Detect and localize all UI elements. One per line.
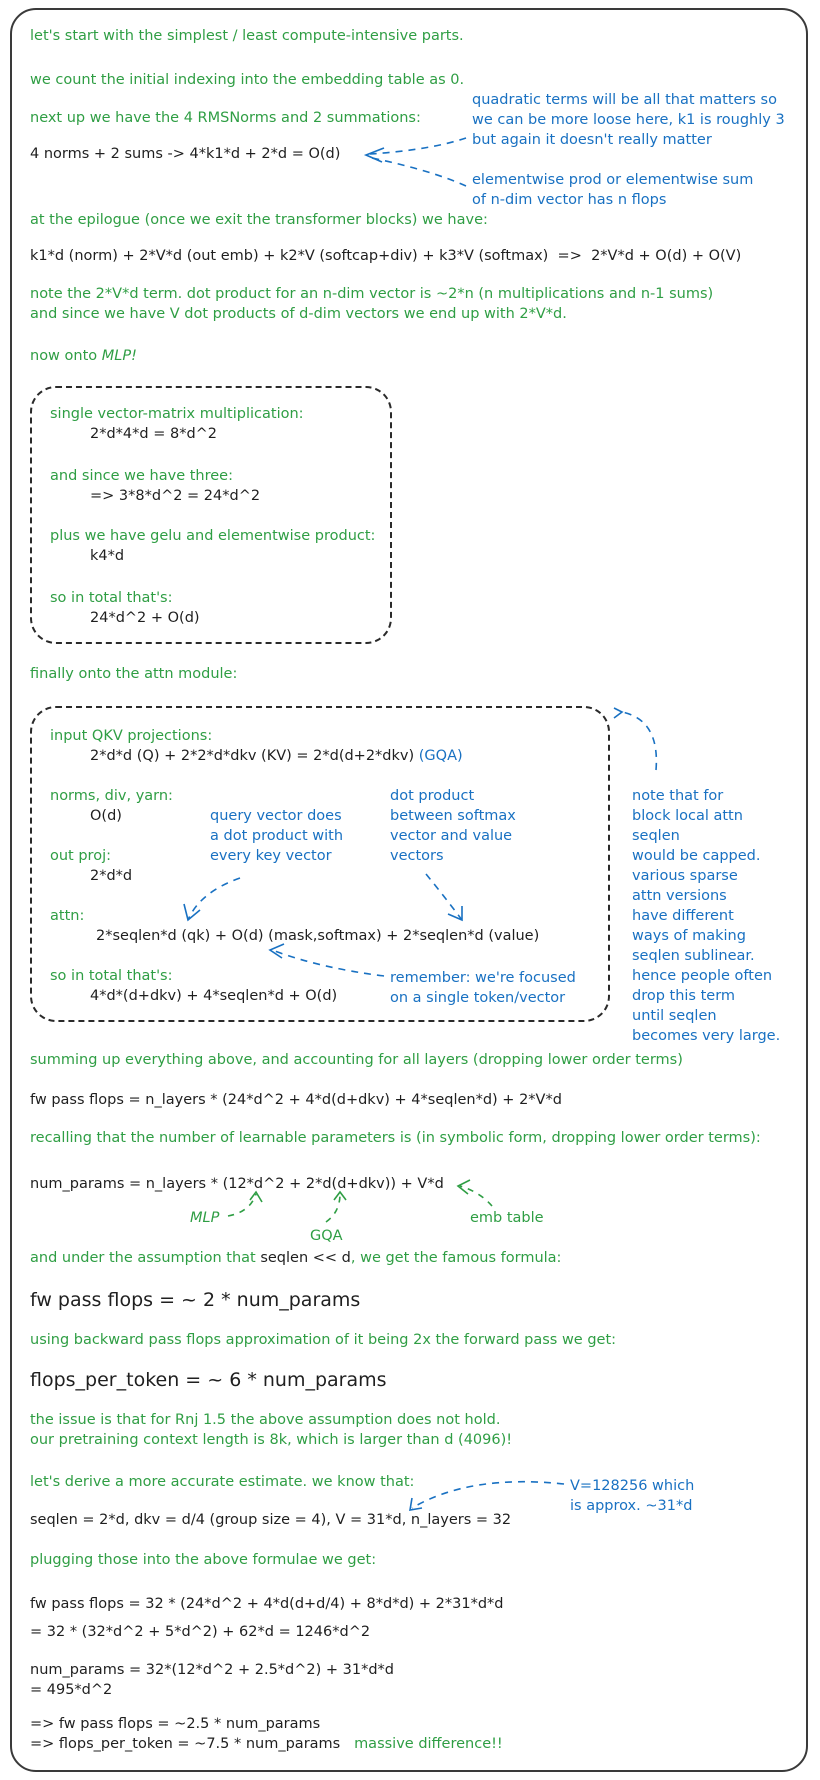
note-side-line: drop this term xyxy=(632,988,736,1004)
arrow-side-note xyxy=(621,711,658,771)
derive-formula-2: = 32 * (32*d^2 + 5*d^2) + 62*d = 1246*d^… xyxy=(30,1624,371,1640)
arrow-emb xyxy=(459,1185,493,1207)
attn-formula-4: 2*seqlen*d (qk) + O(d) (mask,softmax) + … xyxy=(96,928,540,944)
epilogue-formula: k1*d (norm) + 2*V*d (out emb) + k2*V (so… xyxy=(30,248,742,264)
note-quadratic-1: quadratic terms will be all that matters… xyxy=(472,92,777,108)
note-dot-2: between softmax xyxy=(390,808,516,824)
note-v-1: V=128256 which xyxy=(570,1478,695,1494)
summary-line-5: the issue is that for Rnj 1.5 the above … xyxy=(30,1412,501,1428)
note-remember-1: remember: we're focused xyxy=(390,970,576,986)
mlp-formula-4: 24*d^2 + O(d) xyxy=(90,610,200,626)
attn-formula-5: 4*d*(d+dkv) + 4*seqlen*d + O(d) xyxy=(90,988,338,1004)
summary-line-4: using backward pass flops approximation … xyxy=(30,1332,617,1348)
attn-label-4: attn: xyxy=(50,908,85,924)
arrow-quadratic xyxy=(369,137,467,155)
attn-formula-1: 2*d*d (Q) + 2*2*d*dkv (KV) = 2*d(d+2*dkv… xyxy=(90,748,463,764)
attn-heading: finally onto the attn module: xyxy=(30,666,238,682)
note-side-line: ways of making xyxy=(632,928,746,944)
label-gqa: GQA xyxy=(310,1228,343,1244)
summary-line-3: and under the assumption that seqlen << … xyxy=(30,1250,562,1266)
mlp-heading: now onto MLP! xyxy=(30,348,137,364)
arrow-remember xyxy=(271,949,385,977)
label-mlp: MLP xyxy=(190,1210,220,1226)
epilogue-label: at the epilogue (once we exit the transf… xyxy=(30,212,488,228)
note-remember-2: on a single token/vector xyxy=(390,990,566,1006)
arrow-v-note xyxy=(411,1480,565,1509)
intro-line-2: we count the initial indexing into the e… xyxy=(30,72,465,88)
note-v-2: is approx. ~31*d xyxy=(570,1498,693,1514)
note-side-line: seqlen xyxy=(632,828,680,844)
arrow-elementwise xyxy=(371,157,467,187)
famous-formula: fw pass flops = ~ 2 * num_params xyxy=(30,1289,361,1311)
fw-flops-formula: fw pass flops = n_layers * (24*d^2 + 4*d… xyxy=(30,1092,562,1108)
note-quadratic-2: we can be more loose here, k1 is roughly… xyxy=(472,112,785,128)
derive-formula-5: => fw pass flops = ~2.5 * num_params xyxy=(30,1716,321,1732)
arrow-mlp xyxy=(227,1193,257,1217)
summary-line-6: our pretraining context length is 8k, wh… xyxy=(30,1432,513,1448)
attn-label-2: norms, div, yarn: xyxy=(50,788,173,804)
epilogue-note-1: note the 2*V*d term. dot product for an … xyxy=(30,286,714,302)
attn-label-3: out proj: xyxy=(50,848,111,864)
note-side-line: hence people often xyxy=(632,968,773,984)
mlp-label-4: so in total that's: xyxy=(50,590,173,606)
note-side-line: would be capped. xyxy=(632,848,761,864)
attn-label-1: input QKV projections: xyxy=(50,728,213,744)
summary-line-2: recalling that the number of learnable p… xyxy=(30,1130,761,1146)
note-side-line: various sparse xyxy=(632,868,738,884)
epilogue-note-2: and since we have V dot products of d-di… xyxy=(30,306,567,322)
num-params-formula: num_params = n_layers * (12*d^2 + 2*d(d+… xyxy=(30,1176,444,1192)
intro-line-1: let's start with the simplest / least co… xyxy=(30,28,464,44)
note-dot-1: dot product xyxy=(390,788,475,804)
mlp-label-1: single vector-matrix multiplication: xyxy=(50,406,304,422)
mlp-label-2: and since we have three: xyxy=(50,468,233,484)
note-elementwise-1: elementwise prod or elementwise sum xyxy=(472,172,754,188)
note-side-line: attn versions xyxy=(632,888,727,904)
derive-formula-3: num_params = 32*(12*d^2 + 2.5*d^2) + 31*… xyxy=(30,1662,395,1678)
note-query-3: every key vector xyxy=(210,848,332,864)
note-side-line: until seqlen xyxy=(632,1008,717,1024)
note-query-2: a dot product with xyxy=(210,828,344,844)
note-side-line: block local attn xyxy=(632,808,743,824)
note-dot-4: vectors xyxy=(390,848,444,864)
attn-box xyxy=(30,706,610,1022)
derive-assumptions: seqlen = 2*d, dkv = d/4 (group size = 4)… xyxy=(30,1512,512,1528)
intro-line-3: next up we have the 4 RMSNorms and 2 sum… xyxy=(30,110,421,126)
mlp-formula-3: k4*d xyxy=(90,548,125,564)
label-emb-table: emb table xyxy=(470,1210,544,1226)
attn-formula-2: O(d) xyxy=(90,808,122,824)
mlp-label-3: plus we have gelu and elementwise produc… xyxy=(50,528,376,544)
flops-per-token-formula: flops_per_token = ~ 6 * num_params xyxy=(30,1369,387,1391)
mlp-formula-1: 2*d*4*d = 8*d^2 xyxy=(90,426,218,442)
derive-formula-6: => flops_per_token = ~7.5 * num_params m… xyxy=(30,1736,503,1752)
attn-label-5: so in total that's: xyxy=(50,968,173,984)
attn-formula-3: 2*d*d xyxy=(90,868,133,884)
note-dot-3: vector and value xyxy=(390,828,513,844)
summary-line-1: summing up everything above, and account… xyxy=(30,1052,683,1068)
note-elementwise-2: of n-dim vector has n flops xyxy=(472,192,667,208)
derive-line-1: let's derive a more accurate estimate. w… xyxy=(30,1474,415,1490)
mlp-box xyxy=(30,386,392,644)
note-side-line: note that for xyxy=(632,788,724,804)
note-side-line: seqlen sublinear. xyxy=(632,948,755,964)
canvas-frame xyxy=(10,8,808,1772)
note-side-line: becomes very large. xyxy=(632,1028,781,1044)
note-quadratic-3: but again it doesn't really matter xyxy=(472,132,712,148)
arrow-gqa xyxy=(325,1193,341,1223)
derive-line-2: plugging those into the above formulae w… xyxy=(30,1552,377,1568)
norms-formula: 4 norms + 2 sums -> 4*k1*d + 2*d = O(d) xyxy=(30,146,341,162)
note-query-1: query vector does xyxy=(210,808,342,824)
mlp-formula-2: => 3*8*d^2 = 24*d^2 xyxy=(90,488,261,504)
note-side-line: have different xyxy=(632,908,734,924)
derive-formula-1: fw pass flops = 32 * (24*d^2 + 4*d(d+d/4… xyxy=(30,1596,504,1612)
arrow-dot xyxy=(425,873,463,921)
derive-formula-4: = 495*d^2 xyxy=(30,1682,113,1698)
